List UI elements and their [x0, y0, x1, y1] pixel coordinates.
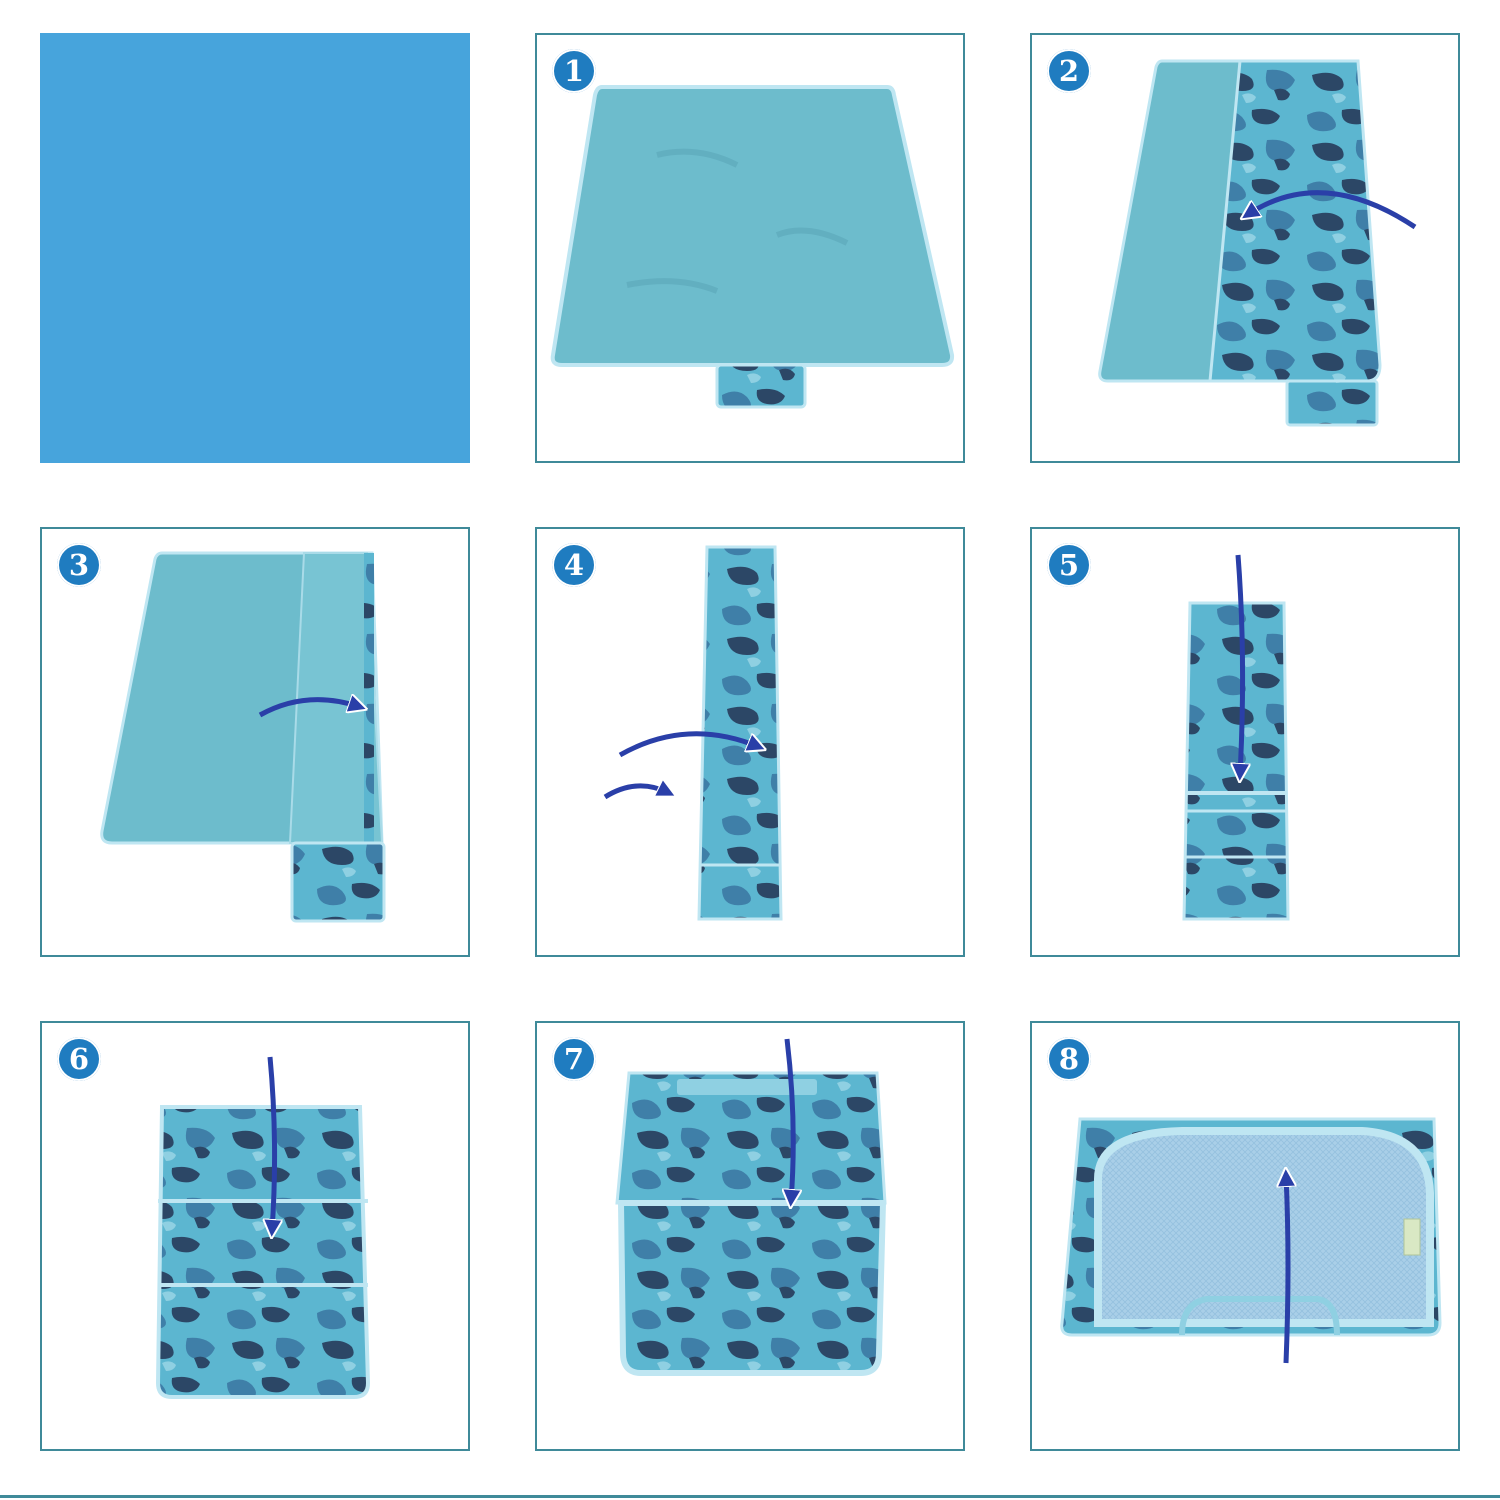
step-number-badge: 3 [57, 543, 101, 587]
step-number-badge: 4 [552, 543, 596, 587]
fold-down-arrow-icon [1182, 554, 1290, 921]
bottom-divider [0, 1495, 1500, 1498]
step-panel-2: 2 [1030, 33, 1460, 463]
fold-up-arrow-icon [1060, 1117, 1442, 1364]
step-number-badge: 6 [57, 1037, 101, 1081]
unfolded-mat-icon [550, 85, 955, 409]
fold-right-arrow-icon [100, 551, 386, 923]
step-panel-7: 7 [535, 1021, 965, 1451]
step-panel-4: 4 [535, 527, 965, 957]
solid-color-panel [40, 33, 470, 463]
step-number-badge: 7 [552, 1037, 596, 1081]
step-number-badge: 1 [552, 49, 596, 93]
fold-right-arrows-icon [603, 545, 783, 921]
fold-down-arrow-icon [615, 1038, 887, 1376]
step-panel-8: 8 [1030, 1021, 1460, 1451]
fold-left-arrow-icon [1098, 59, 1417, 427]
fold-down-arrow-icon [155, 1056, 371, 1399]
step-number-badge: 8 [1047, 1037, 1091, 1081]
step-number-badge: 2 [1047, 49, 1091, 93]
step-panel-6: 6 [40, 1021, 470, 1451]
step-panel-1: 1 [535, 33, 965, 463]
step-number-badge: 5 [1047, 543, 1091, 587]
step-panel-3: 3 [40, 527, 470, 957]
step-panel-5: 5 [1030, 527, 1460, 957]
